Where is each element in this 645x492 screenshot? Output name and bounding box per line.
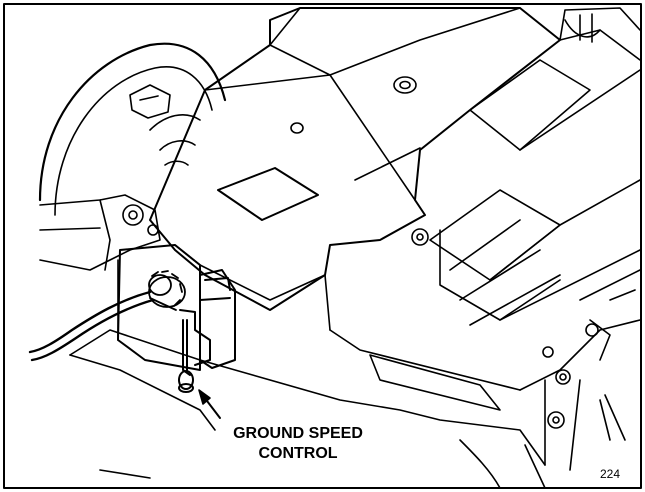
left-wheel [38, 42, 227, 216]
control-box [117, 244, 201, 371]
lower-frame [69, 274, 641, 489]
ground-speed-control-callout: GROUND SPEED CONTROL [198, 424, 398, 464]
side-panels [411, 7, 641, 326]
left-bracket [39, 194, 161, 271]
control-lever [178, 269, 236, 393]
callout-line-2: CONTROL [258, 445, 338, 462]
deck-housing [149, 7, 561, 311]
connector-knob [148, 270, 186, 311]
callout-line-1: GROUND SPEED [233, 425, 363, 442]
figure-number: 224 [600, 467, 621, 481]
frame-border [3, 3, 642, 489]
callout-arrow [198, 389, 221, 419]
cable [28, 290, 155, 362]
